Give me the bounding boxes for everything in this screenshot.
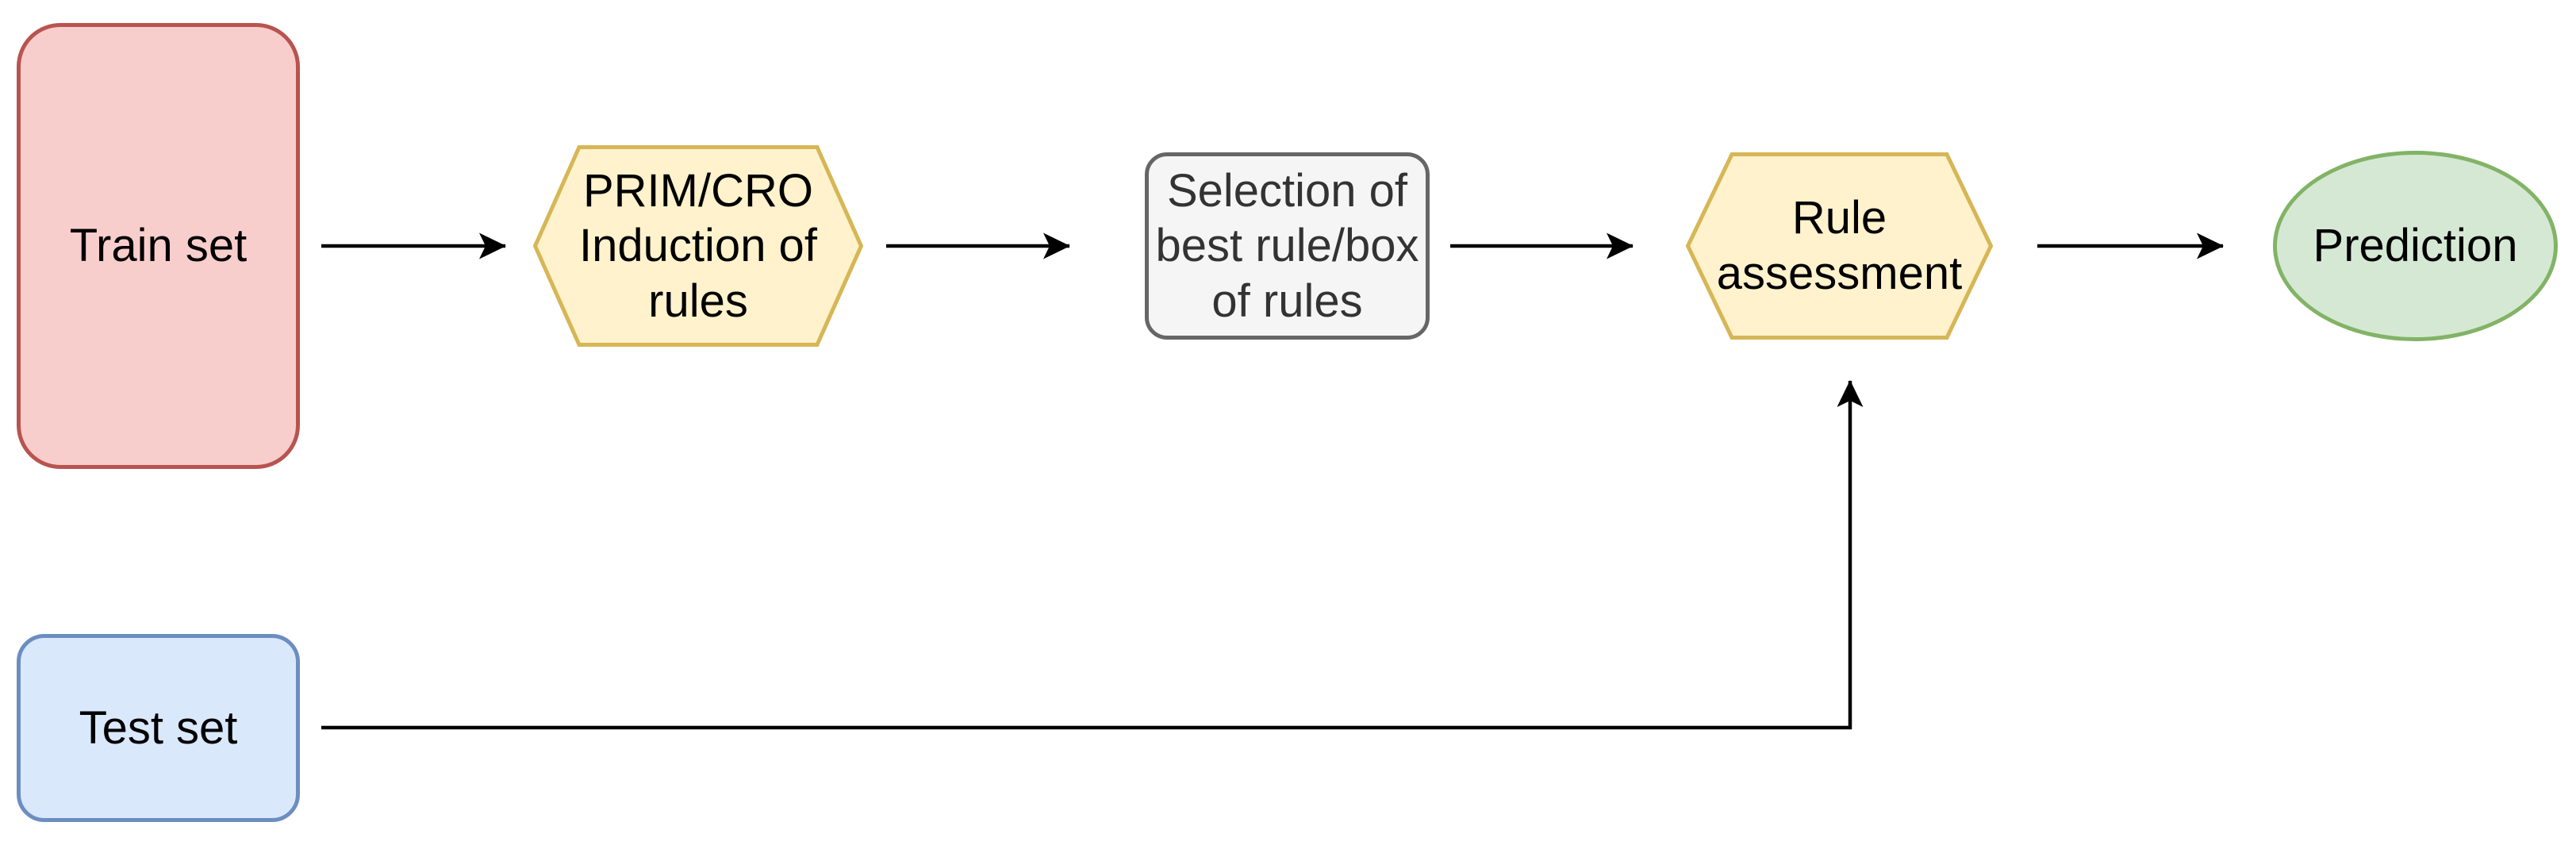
node-rule-assessment: Rule assessment (1685, 152, 1994, 340)
arrow-testset-to-assessment (321, 380, 1864, 730)
node-train-set-label: Train set (69, 220, 248, 272)
node-selection-label: Selection of best rule/box of rules (1155, 164, 1419, 327)
node-prediction-label: Prediction (2313, 220, 2518, 272)
node-test-set-label: Test set (79, 701, 238, 754)
hexagon-shape (1685, 152, 1994, 340)
node-assessment-label: Rule assessment (1716, 192, 1963, 299)
node-prediction: Prediction (2273, 151, 2558, 341)
node-induction-label: PRIM/CRO Induction of rules (579, 164, 817, 327)
hexagon-shape (532, 145, 864, 347)
node-test-set: Test set (17, 634, 300, 822)
node-induction-of-rules: PRIM/CRO Induction of rules (532, 145, 864, 347)
node-train-set: Train set (17, 23, 300, 469)
node-selection-of-best-rule: Selection of best rule/box of rules (1145, 152, 1430, 340)
